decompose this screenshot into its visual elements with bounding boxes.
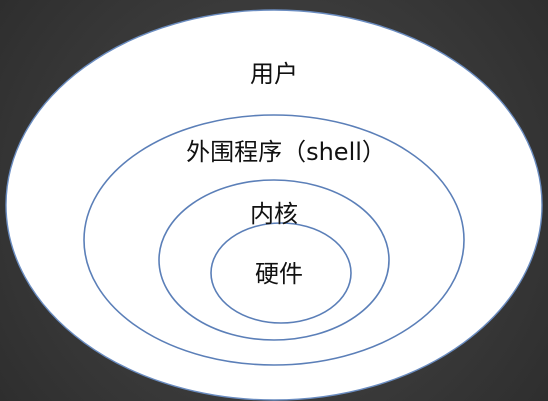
hardware-layer-ellipse (210, 222, 352, 324)
layer-label-shell: 外围程序（shell） (186, 138, 386, 166)
layer-label-user: 用户 (250, 60, 298, 88)
layer-label-hardware: 硬件 (255, 260, 303, 288)
layer-label-kernel: 内核 (250, 200, 298, 228)
